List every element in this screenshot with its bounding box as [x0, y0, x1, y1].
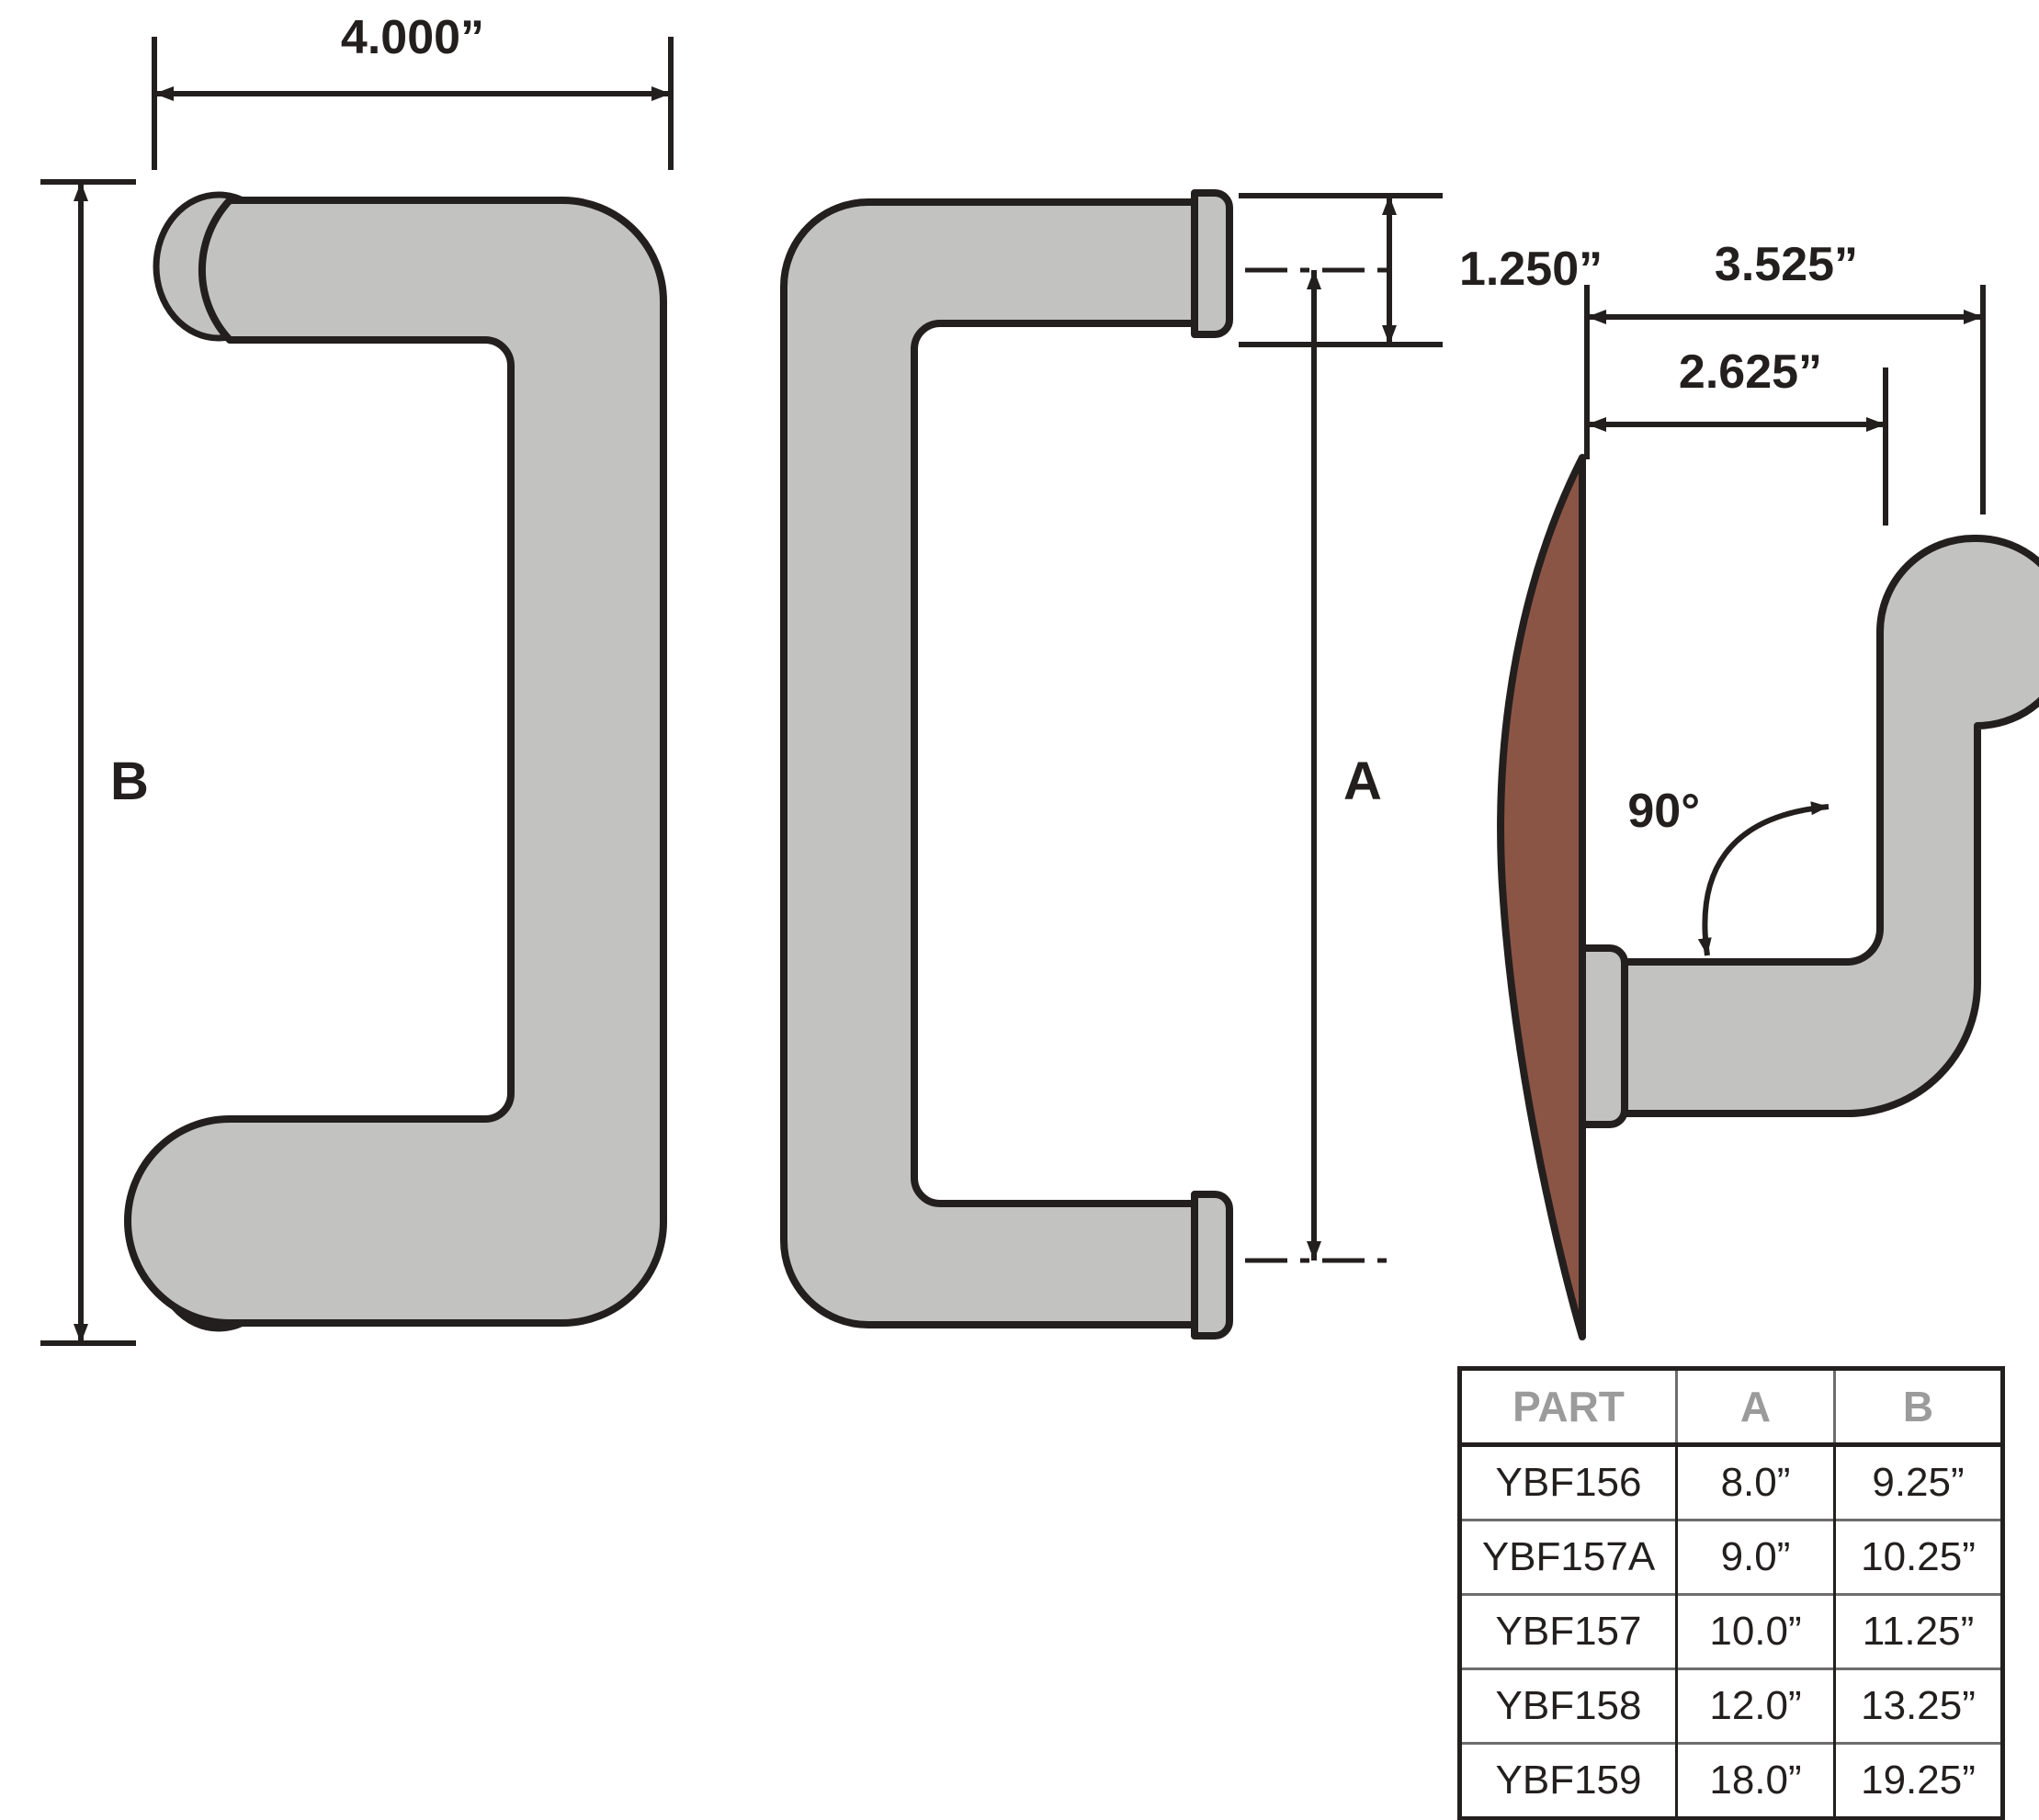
value-b: 10.25” — [1833, 1519, 2003, 1595]
dimension-height-b: B — [40, 179, 149, 1346]
table-row: YBF158 12.0” 13.25” — [1459, 1667, 2003, 1744]
dimension-width-top: 4.000” — [152, 11, 674, 170]
value-a: 9.0” — [1675, 1519, 1835, 1595]
dimension-label-90deg: 90° — [1627, 785, 1700, 838]
table-header-a: A — [1675, 1368, 1835, 1447]
table-header-b: B — [1833, 1368, 2003, 1447]
value-a: 8.0” — [1675, 1444, 1835, 1520]
table-row: YBF157A 9.0” 10.25” — [1459, 1519, 2003, 1595]
dimension-label-a: A — [1343, 752, 1382, 811]
side-view-lower-flange — [1191, 1191, 1233, 1340]
dimension-label-2625: 2.625” — [1679, 345, 1822, 399]
front-view-handle-body — [124, 197, 667, 1327]
dimension-bend-angle: 90° — [1627, 785, 1829, 956]
table-row: YBF159 18.0” 19.25” — [1459, 1742, 2003, 1819]
side-view-handle-body — [780, 198, 1198, 1328]
front-view — [124, 191, 667, 1332]
part-number: YBF157 — [1459, 1593, 1677, 1669]
dimension-label-3525: 3.525” — [1715, 238, 1858, 291]
dimension-height-a: A — [1245, 267, 1397, 1263]
lever-handle-body — [1612, 534, 2039, 1117]
dimension-label-b: B — [110, 752, 149, 811]
side-view-upper-flange — [1191, 189, 1233, 338]
dimension-offset-1250: 1.250” — [1239, 193, 1603, 347]
table-header-row: PART A B — [1459, 1368, 2003, 1447]
parts-table: PART A B YBF156 8.0” 9.25” YBF157A 9.0” … — [1457, 1366, 2005, 1820]
table-header-part: PART — [1459, 1368, 1677, 1447]
value-b: 9.25” — [1833, 1444, 2003, 1520]
part-number: YBF158 — [1459, 1667, 1677, 1744]
value-b: 13.25” — [1833, 1667, 2003, 1744]
value-a: 12.0” — [1675, 1667, 1835, 1744]
dimension-label-1250: 1.250” — [1459, 243, 1603, 296]
lever-rosette — [1579, 944, 1628, 1128]
value-b: 19.25” — [1833, 1742, 2003, 1819]
table-row: YBF157 10.0” 11.25” — [1459, 1593, 2003, 1669]
part-number: YBF157A — [1459, 1519, 1677, 1595]
value-b: 11.25” — [1833, 1593, 2003, 1669]
part-number: YBF156 — [1495, 1460, 1642, 1505]
value-a: 18.0” — [1675, 1742, 1835, 1819]
side-view — [780, 189, 1233, 1340]
lever-view — [1497, 454, 2039, 1340]
value-a: 10.0” — [1675, 1593, 1835, 1669]
dimension-label-4000: 4.000” — [341, 11, 484, 64]
table-row: YBF156 8.0” 9.25” — [1460, 1444, 2003, 1520]
door-leaf — [1497, 454, 1586, 1340]
part-number: YBF159 — [1459, 1742, 1677, 1819]
dimension-projection-2625: 2.625” — [1587, 345, 1888, 526]
